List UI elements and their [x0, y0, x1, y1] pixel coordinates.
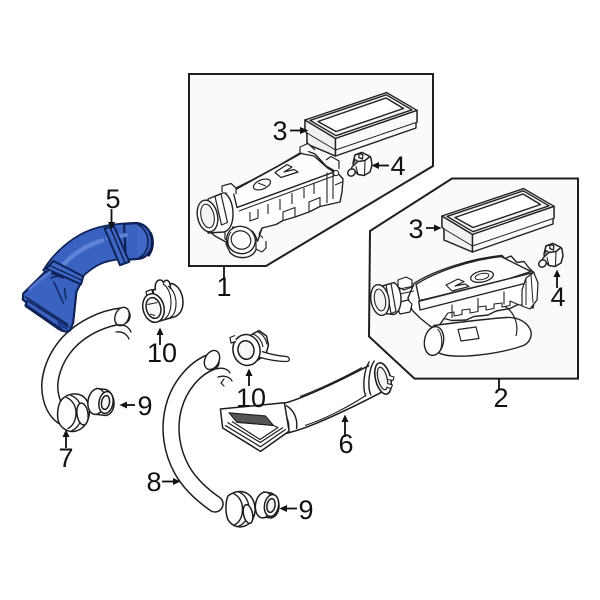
- svg-text:8: 8: [146, 467, 161, 497]
- svg-text:2: 2: [493, 383, 508, 413]
- svg-text:4: 4: [550, 282, 565, 312]
- svg-text:3: 3: [272, 116, 287, 146]
- svg-text:3: 3: [408, 214, 423, 244]
- svg-text:10: 10: [147, 338, 177, 368]
- svg-text:5: 5: [105, 184, 120, 214]
- svg-text:4: 4: [390, 151, 405, 181]
- svg-text:6: 6: [338, 429, 353, 459]
- svg-text:10: 10: [236, 383, 266, 413]
- svg-text:9: 9: [137, 391, 152, 421]
- svg-text:7: 7: [58, 443, 73, 473]
- svg-text:9: 9: [298, 495, 313, 525]
- svg-text:1: 1: [216, 272, 231, 302]
